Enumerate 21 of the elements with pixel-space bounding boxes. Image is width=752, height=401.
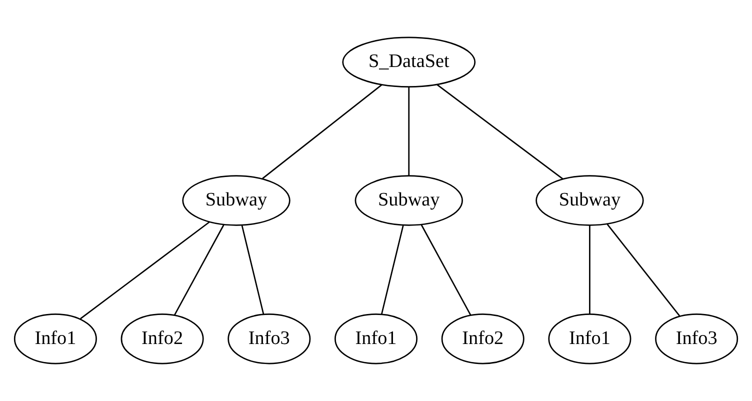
connector bbox=[436, 84, 564, 180]
connector bbox=[408, 87, 410, 176]
node-ellipse: S_DataSet bbox=[342, 36, 476, 88]
node-ellipse: Info1 bbox=[548, 314, 632, 364]
node-ellipse: Info3 bbox=[655, 314, 738, 364]
node-ellipse: Subway bbox=[354, 175, 463, 226]
node-ellipse: Info2 bbox=[120, 314, 204, 364]
node-ellipse: Subway bbox=[536, 175, 644, 226]
node-ellipse: Info3 bbox=[228, 314, 311, 364]
connector bbox=[420, 224, 472, 316]
connector bbox=[241, 225, 264, 314]
connector bbox=[80, 221, 210, 320]
connector bbox=[589, 225, 590, 314]
node-ellipse: Info2 bbox=[441, 314, 524, 364]
node-ellipse: Subway bbox=[182, 175, 290, 226]
node-ellipse: Info1 bbox=[334, 314, 418, 364]
connector bbox=[606, 224, 680, 316]
connector bbox=[174, 224, 224, 316]
node-ellipse: Info1 bbox=[14, 314, 97, 364]
connector bbox=[262, 84, 382, 180]
connector bbox=[381, 225, 404, 314]
